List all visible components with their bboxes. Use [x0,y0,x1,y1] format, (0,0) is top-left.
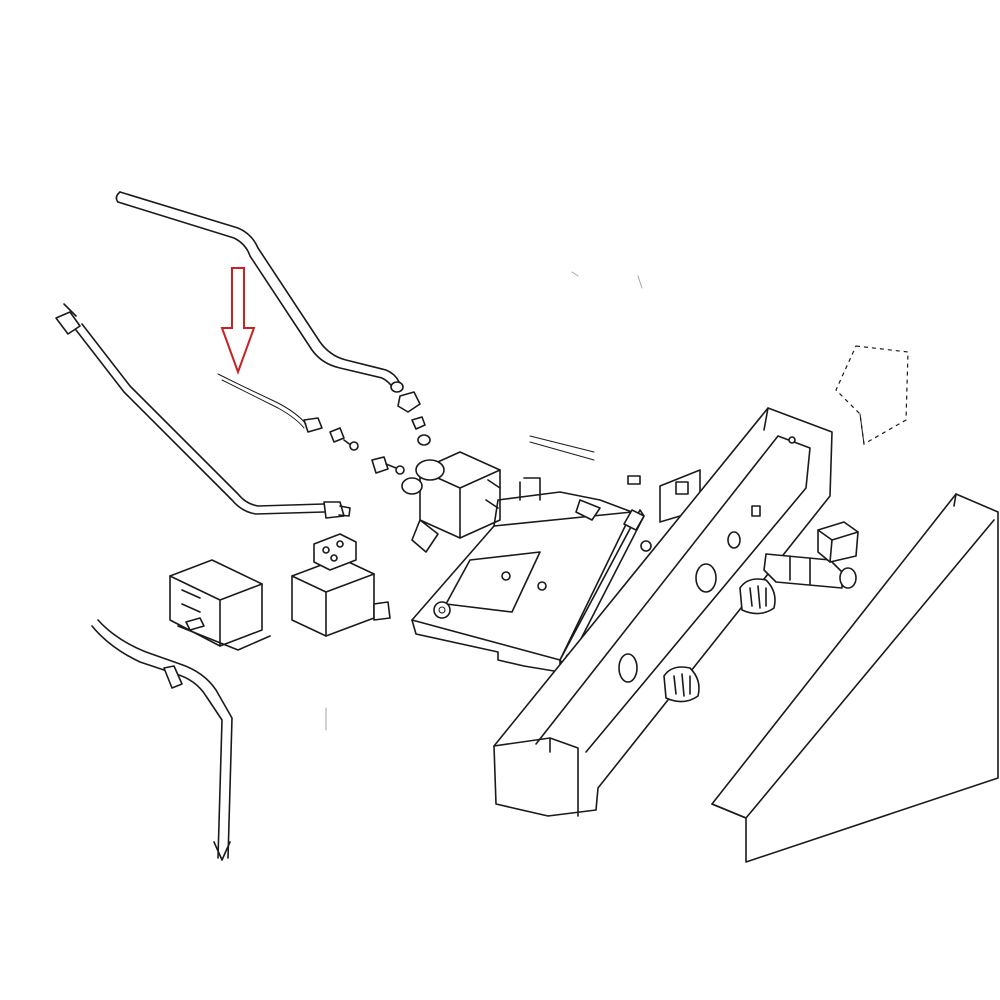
gas-pipe-left[interactable] [55,303,351,519]
control-bracket-plate[interactable] [411,435,701,673]
gas-tap-fittings[interactable] [371,456,405,475]
control-panel-frame[interactable] [493,407,833,817]
front-trim-panel[interactable] [711,493,999,863]
ignition-transformer[interactable] [169,559,271,651]
thermocouple-wire[interactable] [217,373,359,451]
red-arrow-indicator [220,267,256,375]
control-knob[interactable] [663,666,700,703]
solenoid-valve[interactable] [291,533,391,637]
gas-valve[interactable] [401,451,501,553]
gas-pipe-upper[interactable] [115,191,431,446]
microswitch[interactable] [817,521,859,563]
stray-marks [325,271,643,731]
switch-spindle[interactable] [763,553,857,589]
control-knob-2[interactable] [739,578,776,615]
panel-corner-cover[interactable] [835,345,909,445]
gas-pipe-lower[interactable] [91,619,233,861]
